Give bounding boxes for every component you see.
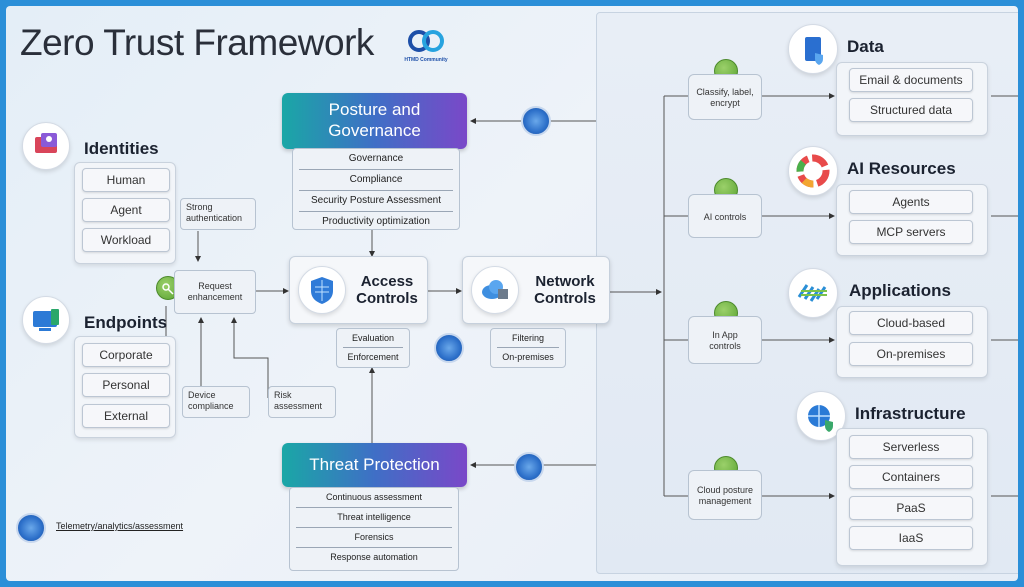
connector-lines <box>165 93 1018 499</box>
risk-assessment-label: Risk assessment <box>268 386 336 418</box>
identity-workload: Workload <box>82 228 170 252</box>
data-icon <box>788 24 838 74</box>
ai-resources-icon <box>788 146 838 196</box>
access-item: Enforcement <box>347 352 399 362</box>
threat-item: Forensics <box>296 528 452 548</box>
shield-grid-icon <box>298 266 346 314</box>
network-controls-card: Network Controls <box>462 256 610 324</box>
applications-icon <box>788 268 838 318</box>
app-item-onprem: On-premises <box>849 342 973 366</box>
data-item-email: Email & documents <box>849 68 973 92</box>
posture-list: Governance Compliance Security Posture A… <box>292 148 460 230</box>
htmd-logo: HTMD Community <box>402 30 450 63</box>
infra-item-paas: PaaS <box>849 496 973 520</box>
endpoints-icon <box>22 296 70 344</box>
telemetry-icon-posture <box>521 106 551 136</box>
telemetry-legend-icon <box>16 513 46 543</box>
access-line1: Access <box>360 273 414 290</box>
endpoint-corporate: Corporate <box>82 343 170 367</box>
network-line2: Controls <box>534 290 596 307</box>
diagram-frame: Zero Trust Framework HTMD Community Iden… <box>6 6 1018 581</box>
telemetry-icon-threat <box>514 452 544 482</box>
logo-text: HTMD Community <box>404 57 448 63</box>
identities-title: Identities <box>84 139 159 158</box>
classify-card: Classify, label, encrypt <box>688 74 762 120</box>
posture-item: Governance <box>299 149 453 170</box>
endpoint-personal: Personal <box>82 373 170 397</box>
endpoints-title: Endpoints <box>84 313 168 332</box>
infra-item-iaas: IaaS <box>849 526 973 550</box>
infra-item-serverless: Serverless <box>849 435 973 459</box>
telemetry-legend-label: Telemetry/analytics/assessment <box>56 521 184 531</box>
identity-agent: Agent <box>82 198 170 222</box>
endpoint-external: External <box>82 404 170 428</box>
access-line2: Controls <box>356 290 418 307</box>
applications-title: Applications <box>849 281 952 300</box>
posture-item: Productivity optimization <box>322 216 430 227</box>
access-controls-card: Access Controls <box>289 256 428 324</box>
cloud-network-icon <box>471 266 519 314</box>
ai-item-mcp: MCP servers <box>849 220 973 244</box>
access-item: Evaluation <box>343 329 403 348</box>
posture-item: Compliance <box>299 170 453 191</box>
network-list: Filtering On-premises <box>490 328 566 368</box>
device-compliance-label: Device compliance <box>182 386 250 418</box>
posture-item: Security Posture Assessment <box>299 191 453 212</box>
threat-item: Response automation <box>330 552 418 562</box>
identities-icon <box>22 122 70 170</box>
in-app-card: In App controls <box>688 316 762 364</box>
threat-item: Threat intelligence <box>296 508 452 528</box>
ai-item-agents: Agents <box>849 190 973 214</box>
threat-item: Continuous assessment <box>296 488 452 508</box>
access-controls-label: Access Controls <box>352 273 422 307</box>
network-controls-label: Network Controls <box>527 273 603 307</box>
access-list: Evaluation Enforcement <box>336 328 410 368</box>
ai-resources-title: AI Resources <box>847 159 956 178</box>
infra-item-containers: Containers <box>849 465 973 489</box>
threat-list: Continuous assessment Threat intelligenc… <box>289 487 459 571</box>
logo-icon <box>408 30 444 52</box>
network-line1: Network <box>535 273 595 290</box>
strong-auth-label: Strong authentication <box>180 198 256 230</box>
posture-title-line1: Posture and <box>328 100 421 119</box>
data-item-structured: Structured data <box>849 98 973 122</box>
network-item: Filtering <box>497 329 559 348</box>
request-enhancement-box: Request enhancement <box>174 270 256 314</box>
ai-controls-card: AI controls <box>688 194 762 238</box>
app-item-cloud: Cloud-based <box>849 311 973 335</box>
posture-title-line2: Governance <box>328 121 421 140</box>
telemetry-icon-access <box>434 333 464 363</box>
threat-protection-header: Threat Protection <box>282 443 467 487</box>
data-title: Data <box>847 37 884 56</box>
page-title: Zero Trust Framework <box>20 22 374 63</box>
posture-governance-header: Posture and Governance <box>282 93 467 149</box>
network-item: On-premises <box>502 352 554 362</box>
cloud-posture-card: Cloud posture management <box>688 470 762 520</box>
identity-human: Human <box>82 168 170 192</box>
infrastructure-title: Infrastructure <box>855 404 966 423</box>
